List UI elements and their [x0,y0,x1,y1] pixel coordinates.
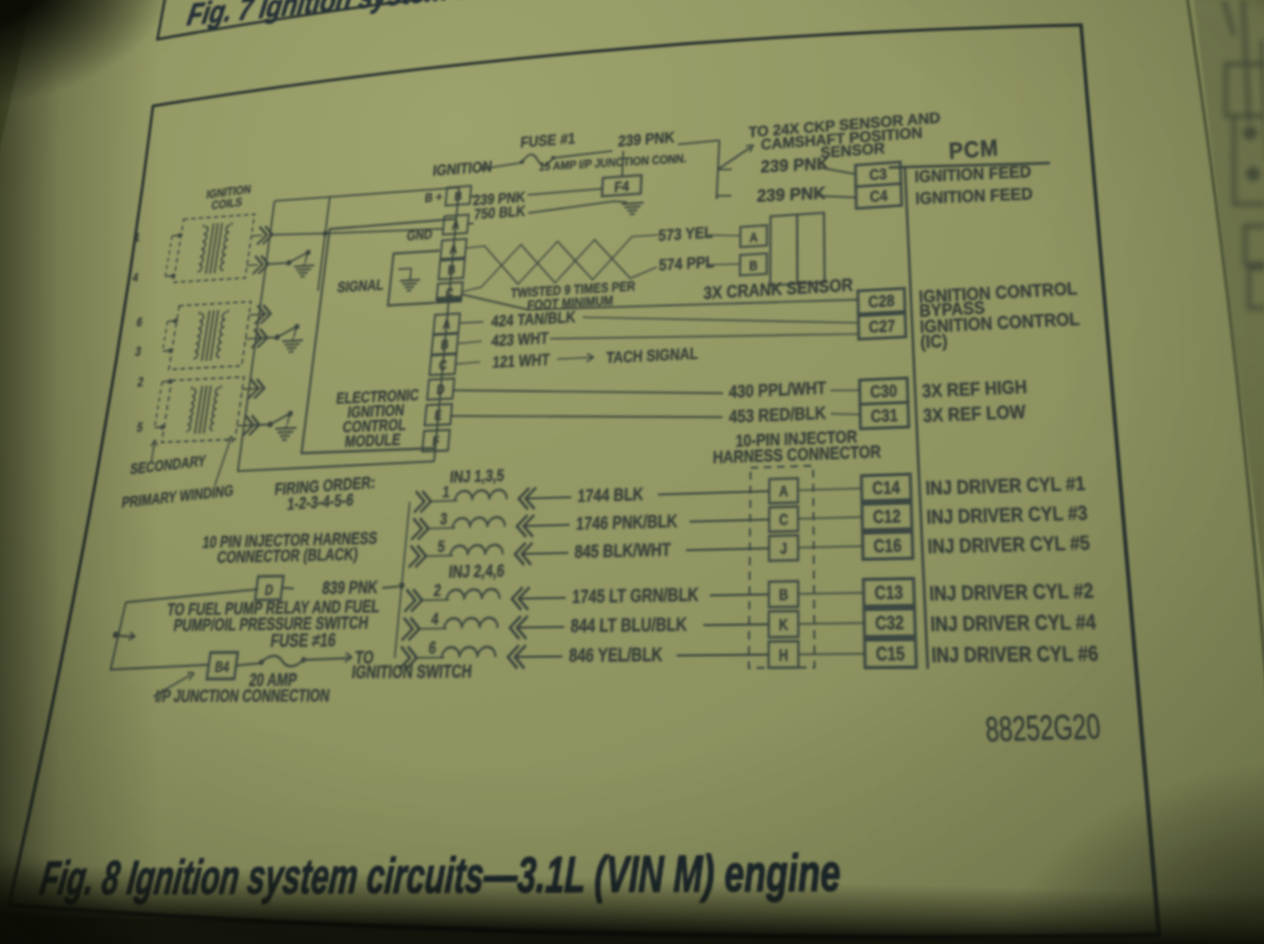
svg-text:121 WHT: 121 WHT [492,350,551,371]
svg-text:C12: C12 [873,505,902,527]
svg-text:239 PNK: 239 PNK [760,155,830,178]
svg-text:845 BLK/WHT: 845 BLK/WHT [574,539,672,562]
svg-text:B4: B4 [214,660,231,677]
svg-text:F4: F4 [614,177,630,195]
svg-text:C28: C28 [868,291,895,312]
svg-text:I/P JUNCTION CONNECTION: I/P JUNCTION CONNECTION [154,687,331,706]
svg-text:C14: C14 [872,477,901,499]
svg-text:IGNITION SWITCH: IGNITION SWITCH [351,660,473,682]
svg-text:846 YEL/BLK: 846 YEL/BLK [568,644,663,667]
svg-text:INJ DRIVER CYL #4: INJ DRIVER CYL #4 [930,609,1098,635]
svg-text:CONNECTOR (BLACK): CONNECTOR (BLACK) [216,544,359,567]
svg-text:SIGNAL: SIGNAL [336,276,384,296]
svg-text:C13: C13 [874,581,903,604]
svg-text:1744 BLK: 1744 BLK [577,484,644,506]
svg-text:C: C [779,513,789,530]
svg-text:423 WHT: 423 WHT [491,329,550,350]
svg-text:INJ 1,3,5: INJ 1,3,5 [449,465,505,487]
svg-text:B: B [440,338,449,353]
svg-text:INJ 2,4,6: INJ 2,4,6 [448,560,506,582]
svg-text:573 YEL: 573 YEL [658,223,713,244]
svg-text:1: 1 [442,484,451,501]
svg-text:C32: C32 [875,611,905,634]
svg-text:(IC): (IC) [920,330,948,352]
svg-text:3X REF LOW: 3X REF LOW [923,400,1028,426]
svg-text:B +: B + [424,190,443,206]
svg-text:B: B [749,259,758,274]
svg-text:J: J [780,541,787,558]
svg-text:H: H [779,648,788,666]
svg-text:C3: C3 [869,165,888,184]
svg-text:C31: C31 [870,405,898,426]
svg-text:B: B [447,264,456,278]
svg-text:F: F [432,435,440,450]
svg-text:K: K [779,617,789,635]
svg-text:Fig. 8 Ignition system circuit: Fig. 8 Ignition system circuits—3.1L (VI… [37,844,841,905]
svg-text:D: D [436,383,445,398]
svg-text:B: B [454,190,463,204]
svg-text:1745 LT GRN/BLK: 1745 LT GRN/BLK [572,584,699,608]
svg-text:3: 3 [439,511,448,528]
svg-text:C27: C27 [869,316,896,337]
svg-text:PCM: PCM [948,135,999,164]
svg-text:INJ DRIVER CYL #5: INJ DRIVER CYL #5 [927,531,1091,558]
svg-text:C15: C15 [876,642,906,665]
svg-text:MODULE: MODULE [344,430,402,451]
svg-text:A: A [779,484,789,501]
svg-text:3X REF HIGH: 3X REF HIGH [922,376,1028,402]
svg-text:574 PPL: 574 PPL [658,253,714,275]
svg-text:430 PPL/WHT: 430 PPL/WHT [729,378,827,402]
svg-text:FUSE ≠16: FUSE ≠16 [269,630,337,652]
svg-text:750 BLK: 750 BLK [473,202,526,223]
svg-text:INJ DRIVER CYL #6: INJ DRIVER CYL #6 [931,641,1099,667]
svg-text:C16: C16 [873,535,902,557]
svg-text:C30: C30 [870,381,898,402]
svg-text:PUMP/OIL PRESSURE SWITCH: PUMP/OIL PRESSURE SWITCH [172,612,369,635]
svg-text:INJ DRIVER CYL #2: INJ DRIVER CYL #2 [929,579,1095,606]
svg-text:5: 5 [437,539,446,557]
svg-text:844 LT BLU/BLK: 844 LT BLU/BLK [570,613,687,636]
svg-text:A: A [749,231,758,246]
svg-text:B: B [779,587,788,604]
svg-text:453 RED/BLK: 453 RED/BLK [729,403,826,427]
svg-text:GND: GND [406,228,433,244]
svg-text:239 PNK: 239 PNK [756,184,826,207]
svg-text:INJ DRIVER CYL #3: INJ DRIVER CYL #3 [926,501,1088,528]
svg-text:C4: C4 [870,186,889,205]
svg-text:1746 PNK/BLK: 1746 PNK/BLK [576,511,678,534]
svg-text:88252G20: 88252G20 [984,709,1102,751]
svg-text:INJ DRIVER CYL #1: INJ DRIVER CYL #1 [925,472,1086,499]
